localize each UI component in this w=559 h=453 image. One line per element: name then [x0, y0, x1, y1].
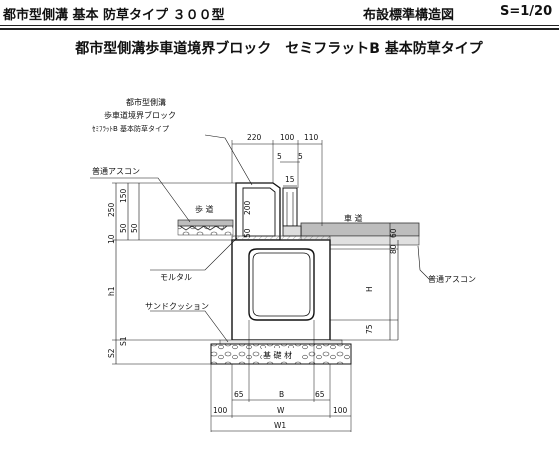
- dim-50c: 50: [243, 228, 252, 238]
- extension-lines: [112, 140, 398, 432]
- label-ascon-left: 普通アスコン: [92, 166, 140, 176]
- gutter-body: [231, 239, 331, 341]
- dim-b: B: [279, 390, 284, 399]
- dim-h: H: [365, 286, 374, 292]
- label-sidewalk: 歩 道: [195, 204, 214, 214]
- title-rule-thick: [0, 28, 559, 30]
- label-mortar: モルタル: [160, 273, 192, 282]
- drawing-subtitle: 都市型側溝歩車道境界ブロック セミフラットB 基本防草タイプ: [75, 41, 483, 57]
- dim-w1: W1: [274, 421, 286, 430]
- sand-cushion-layer: [219, 339, 343, 345]
- label-block-name-3: ｾﾐﾌﾗｯﾄB 基本防草タイプ: [92, 124, 169, 133]
- label-block-name-1: 都市型側溝: [126, 97, 166, 107]
- dim-15: 15: [285, 175, 295, 184]
- label-roadway: 車 道: [344, 213, 363, 223]
- dimension-lines: [115, 143, 399, 432]
- base-material-layer: [210, 343, 352, 365]
- dim-60: 60: [389, 228, 398, 238]
- dim-110: 110: [304, 133, 319, 142]
- dim-150: 150: [119, 188, 128, 203]
- dim-s1: S1: [119, 336, 128, 346]
- dim-10: 10: [107, 234, 116, 244]
- label-ascon-right: 普通アスコン: [428, 274, 476, 284]
- dim-100: 100: [280, 133, 295, 142]
- mortar-layer: [231, 235, 331, 241]
- label-block-name-2: 歩車道境界ブロック: [104, 110, 176, 120]
- dim-50b: 50: [130, 223, 139, 233]
- dim-250: 250: [107, 202, 116, 217]
- leader-lines: [90, 134, 431, 343]
- drawing-type: 布設標準構造図: [363, 8, 455, 23]
- roadway-pavement: [300, 222, 420, 246]
- drawing-title: 都市型側溝 基本 防草タイプ ３００型: [3, 8, 225, 23]
- sidewalk-pavement: [177, 219, 234, 236]
- dim-80: 80: [389, 244, 398, 254]
- dim-50a: 50: [119, 223, 128, 233]
- label-base-material: 基 礎 材: [263, 350, 292, 360]
- dim-h1: h1: [107, 286, 116, 296]
- label-sand-cushion: サンドクッション: [145, 302, 209, 311]
- dim-65a: 65: [234, 390, 244, 399]
- title-rule-thin: [0, 25, 559, 26]
- dim-5a: 5: [277, 152, 282, 161]
- dim-100a: 100: [213, 406, 228, 415]
- dim-65b: 65: [315, 390, 325, 399]
- title-bar: 都市型側溝 基本 防草タイプ ３００型 布設標準構造図 S=1/20: [3, 4, 555, 23]
- dim-220: 220: [247, 133, 262, 142]
- dim-w: W: [277, 406, 285, 415]
- dim-75: 75: [365, 324, 374, 334]
- dim-s2: S2: [107, 348, 116, 358]
- dim-200: 200: [243, 200, 252, 215]
- dim-100b: 100: [333, 406, 348, 415]
- dim-5b: 5: [298, 152, 303, 161]
- drawing-scale: S=1/20: [500, 4, 553, 19]
